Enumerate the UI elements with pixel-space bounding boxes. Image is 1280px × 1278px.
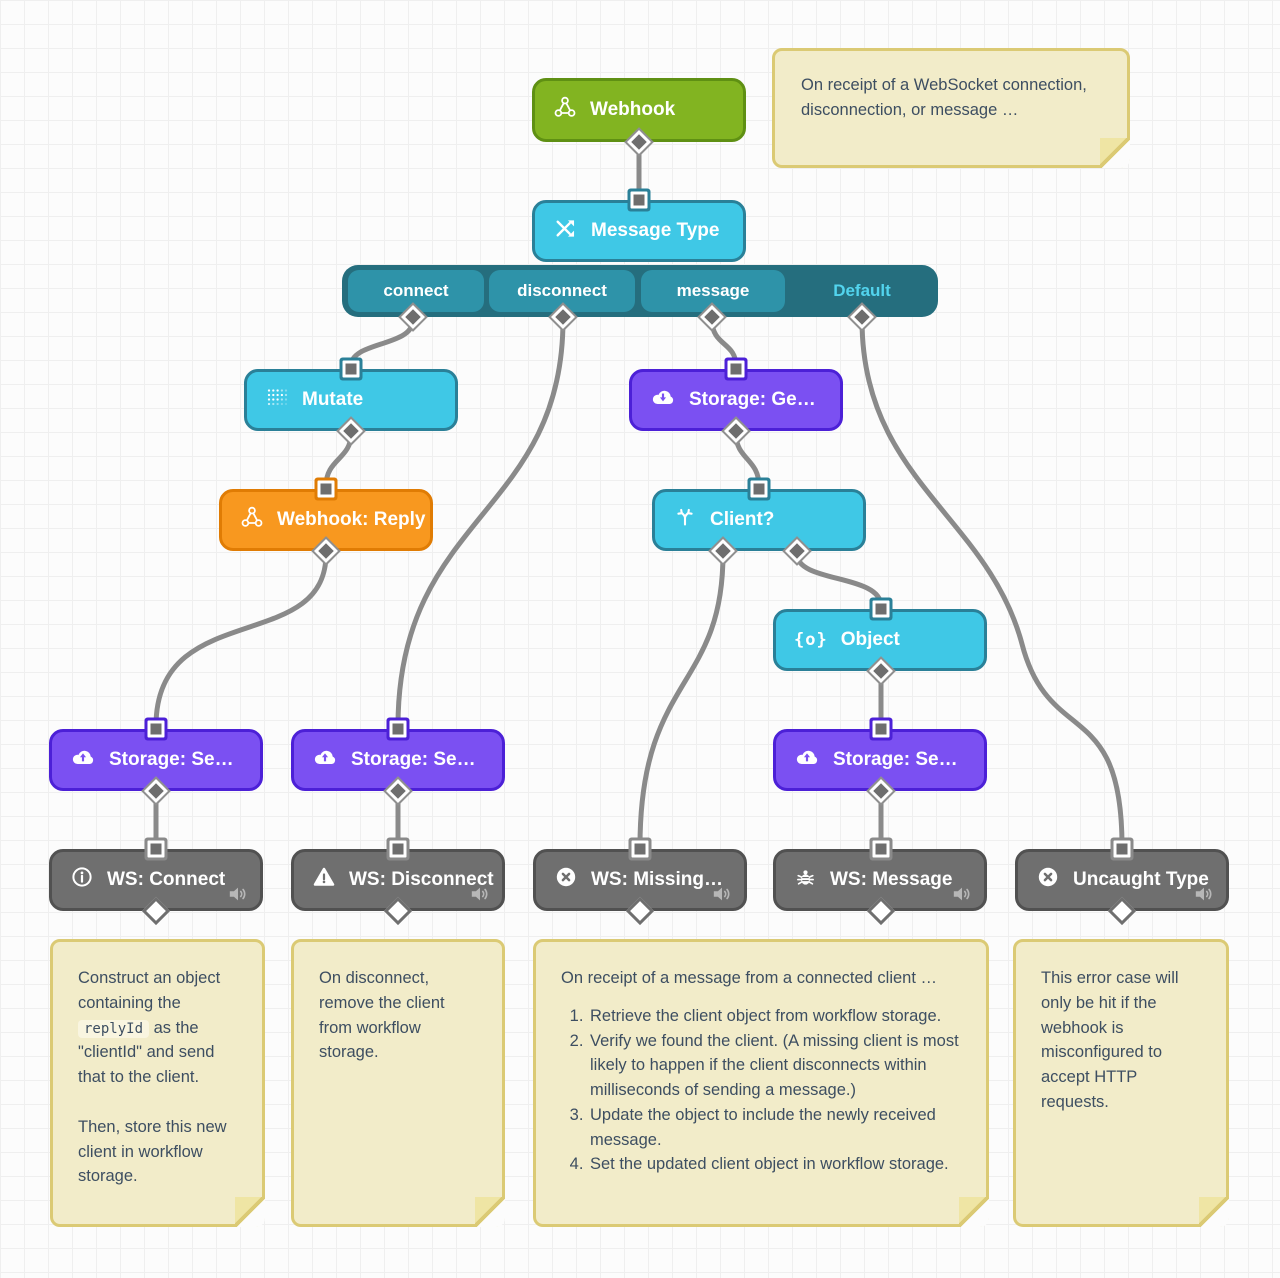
bug-icon	[794, 866, 817, 895]
wire-storageget-to-client[interactable]	[733, 431, 762, 489]
note-list-item: Set the updated client object in workflo…	[588, 1152, 961, 1177]
input-port[interactable]	[872, 720, 890, 738]
note-connect[interactable]: Construct an object containing the reply…	[50, 939, 265, 1227]
input-port[interactable]	[147, 840, 165, 858]
speaker-icon	[1193, 884, 1215, 904]
note-list-item: Update the object to include the newly r…	[588, 1103, 961, 1153]
node-label: WS: Disconnect	[349, 869, 494, 890]
node-message-type[interactable]: Message Type	[532, 200, 746, 262]
branch-split-icon	[673, 505, 697, 535]
node-ws-message[interactable]: WS: Message	[773, 849, 987, 911]
note-list-item: Retrieve the client object from workflow…	[588, 1004, 961, 1029]
webhook-icon	[240, 505, 264, 535]
note-text: On disconnect, remove the client from wo…	[319, 969, 445, 1062]
speaker-icon	[227, 884, 249, 904]
input-port[interactable]	[342, 360, 360, 378]
switch-output-message[interactable]: message	[641, 270, 785, 312]
node-label: Storage: Ge…	[689, 389, 816, 410]
x-circle-icon	[1036, 865, 1060, 895]
switch-outputs-bar[interactable]: connect disconnect message Default	[342, 265, 938, 317]
input-port[interactable]	[727, 360, 745, 378]
input-port[interactable]	[1113, 840, 1131, 858]
node-webhook[interactable]: Webhook	[532, 78, 746, 142]
webhook-icon	[553, 95, 577, 125]
output-label: message	[676, 281, 750, 300]
wire-mutate-to-reply[interactable]	[323, 431, 354, 489]
wire-message-to-storageget[interactable]	[709, 317, 739, 369]
output-label: disconnect	[517, 281, 607, 300]
inline-code-chip: replyId	[78, 1019, 150, 1038]
note-text: On receipt of a message from a connected…	[561, 969, 938, 987]
node-label: Mutate	[302, 389, 364, 410]
wire-client-to-wsmissing[interactable]	[637, 551, 726, 849]
output-label: connect	[383, 281, 449, 300]
switch-output-connect[interactable]: connect	[348, 270, 484, 312]
input-port[interactable]	[317, 480, 335, 498]
cloud-upload-icon	[312, 744, 338, 776]
wire-connect-to-mutate[interactable]	[348, 317, 416, 369]
input-port[interactable]	[147, 720, 165, 738]
node-label: Webhook	[590, 99, 676, 120]
note-text-segment: as the "clientId" and send that to the c…	[78, 1018, 215, 1087]
speaker-icon	[711, 884, 733, 904]
switch-output-default[interactable]: Default	[833, 281, 891, 300]
warning-icon	[312, 865, 336, 895]
input-port[interactable]	[872, 600, 890, 618]
cloud-upload-icon	[70, 744, 96, 776]
node-label: WS: Message	[830, 869, 953, 890]
note-list-item: Verify we found the client. (A missing c…	[588, 1029, 961, 1103]
note-webhook[interactable]: On receipt of a WebSocket connection, di…	[772, 48, 1130, 168]
input-port[interactable]	[630, 191, 648, 209]
node-label: Client?	[710, 509, 775, 530]
wire-disconnect-to-storageset[interactable]	[395, 317, 566, 729]
note-disconnect[interactable]: On disconnect, remove the client from wo…	[291, 939, 505, 1227]
node-label: WS: Connect	[107, 869, 226, 890]
node-client-switch[interactable]: Client?	[652, 489, 866, 551]
node-label: WS: Missing…	[591, 869, 723, 890]
node-label: Storage: Se…	[833, 749, 958, 770]
input-port[interactable]	[750, 480, 768, 498]
wire-reply-to-storageset[interactable]	[153, 551, 329, 729]
note-list: Retrieve the client object from workflow…	[561, 1004, 961, 1177]
wire-client-to-object[interactable]	[794, 551, 884, 609]
node-label: Storage: Se…	[351, 749, 476, 770]
x-circle-icon	[554, 865, 578, 895]
grid-dots-icon	[265, 385, 289, 415]
wire-default-to-uncaught[interactable]	[859, 317, 1125, 849]
note-text: Then, store this new client in workflow …	[78, 1117, 227, 1186]
shuffle-icon	[553, 216, 578, 247]
input-port[interactable]	[872, 840, 890, 858]
cloud-upload-icon	[794, 744, 820, 776]
input-port[interactable]	[389, 840, 407, 858]
node-label: Webhook: Reply	[277, 509, 426, 530]
note-uncaught[interactable]: This error case will only be hit if the …	[1013, 939, 1229, 1227]
note-text-segment: Construct an object containing the	[78, 969, 221, 1012]
speaker-icon	[469, 884, 491, 904]
cloud-download-icon	[650, 384, 676, 416]
note-message[interactable]: On receipt of a message from a connected…	[533, 939, 989, 1227]
object-braces-icon: {o}	[794, 630, 828, 650]
input-port[interactable]	[389, 720, 407, 738]
input-port[interactable]	[631, 840, 649, 858]
node-label: Object	[840, 629, 900, 650]
note-text: Construct an object containing the reply…	[78, 966, 237, 1090]
speaker-icon	[951, 884, 973, 904]
info-icon	[70, 865, 94, 895]
node-label: Storage: Se…	[109, 749, 234, 770]
note-text: This error case will only be hit if the …	[1041, 969, 1179, 1111]
node-label: Uncaught Type	[1073, 869, 1209, 890]
node-label: Message Type	[591, 220, 720, 241]
note-text: On receipt of a WebSocket connection, di…	[801, 76, 1087, 119]
